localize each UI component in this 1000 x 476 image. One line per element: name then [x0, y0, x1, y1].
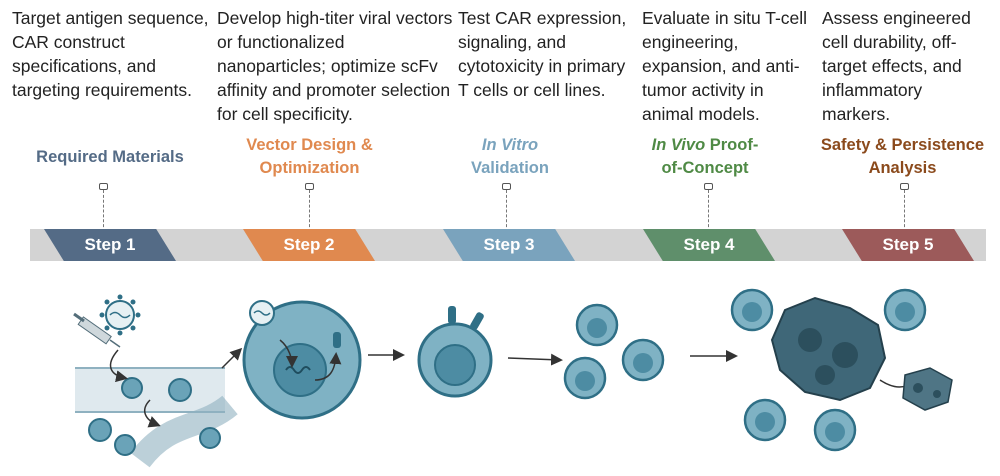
step4-title-line1: Proof-: [705, 136, 759, 154]
step5-badge: Step 5: [842, 229, 974, 261]
step2-title-line2: Optimization: [259, 159, 360, 177]
tumor-icon: [770, 296, 887, 402]
car-t-cell-icon: [417, 306, 493, 398]
step4-description: Evaluate in situ T-cell engineering, exp…: [642, 8, 808, 124]
pin-icon: [703, 183, 713, 192]
t-cells-attacking-icon: [730, 288, 927, 452]
step4-title-italic: In Vivo: [651, 136, 706, 154]
pin-icon: [899, 183, 909, 192]
step4-badge: Step 4: [643, 229, 775, 261]
step3-description: Test CAR expression, signaling, and cyto…: [458, 8, 627, 100]
step3-title-line2: Validation: [471, 159, 549, 177]
connector-line: [506, 190, 507, 232]
step2-title: Vector Design & Optimization: [212, 134, 407, 180]
step3-title-line1: In Vitro: [481, 136, 539, 154]
syringe-icon: [73, 312, 121, 348]
expanded-cells-icon: [563, 303, 665, 400]
workflow-illustration: [73, 288, 953, 468]
pin-icon: [98, 183, 108, 192]
pin-icon: [304, 183, 314, 192]
connector-line: [708, 190, 709, 232]
step5-title-line1: Safety & Persistence: [820, 136, 985, 154]
step1-badge: Step 1: [44, 229, 176, 261]
connector-line: [904, 190, 905, 232]
pin-icon: [501, 183, 511, 192]
connector-line: [309, 190, 310, 232]
step3-badge: Step 3: [443, 229, 575, 261]
step1-title-line1: Required Materials: [36, 148, 184, 166]
virus-icon: [99, 294, 141, 336]
step4-title-line2: of-Concept: [661, 159, 749, 177]
step1-title: Required Materials: [10, 146, 210, 169]
step5-title-line2: Analysis: [868, 159, 937, 177]
step5-title: Safety & Persistence Analysis: [805, 134, 1000, 180]
step5-description: Assess engineered cell durability, off-t…: [822, 8, 971, 124]
dead-tumor-cells-icon: [902, 367, 953, 411]
transduced-cell-icon: [242, 300, 362, 420]
step4-title: In Vivo Proof- of-Concept: [615, 134, 795, 180]
step2-badge: Step 2: [243, 229, 375, 261]
connector-line: [103, 190, 104, 232]
blood-vessel-icon: [75, 349, 238, 468]
step2-description: Develop high-titer viral vectors or func…: [217, 8, 453, 124]
step2-title-line1: Vector Design &: [246, 136, 373, 154]
step3-title: In Vitro Validation: [420, 134, 600, 180]
step1-description: Target antigen sequence, CAR construct s…: [12, 8, 209, 100]
